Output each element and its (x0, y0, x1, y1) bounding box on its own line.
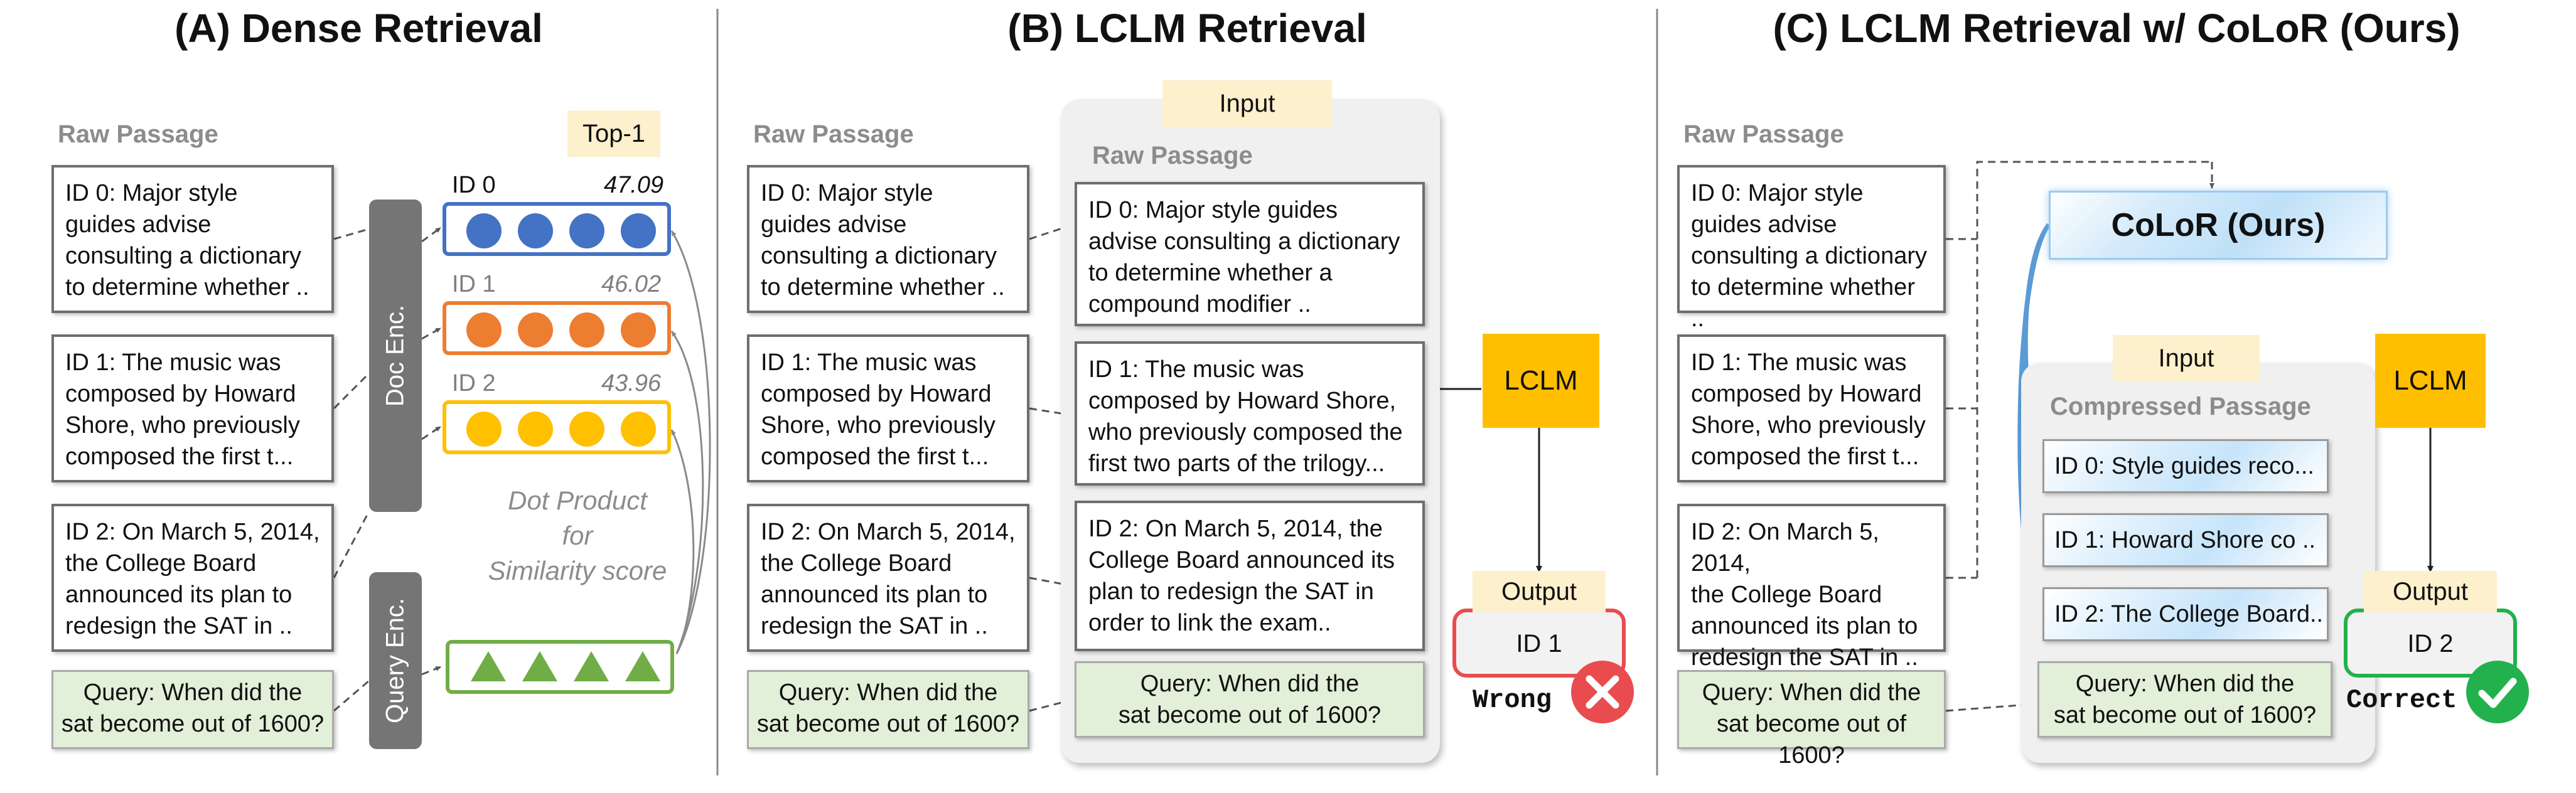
panel-b-raw-passage-label: Raw Passage (753, 120, 914, 148)
vector-dot (621, 412, 656, 447)
panel-a-passage-0: ID 0: Major style guides advise consulti… (51, 165, 334, 313)
vector-dot (621, 312, 656, 348)
panel-c-query: Query: When did the sat become out of 16… (1677, 670, 1946, 769)
panel-a-raw-passage-label: Raw Passage (58, 120, 218, 148)
panel-b-input-tag: Input (1162, 80, 1332, 127)
compressed-passage-1: ID 1: Howard Shore co .. (2042, 513, 2329, 567)
vector-dot (466, 312, 502, 348)
panel-c-inner-label: Compressed Passage (2050, 393, 2311, 420)
panel-c-inner-query: Query: When did the sat become out of 16… (2037, 661, 2332, 738)
color-compressor: CoLoR (Ours) (2049, 191, 2388, 260)
panel-b-inner-passage-2: ID 2: On March 5, 2014, the College Boar… (1075, 501, 1425, 651)
query-encoder: Query Enc. (369, 572, 422, 749)
vector-dot (569, 213, 604, 248)
dot-product-label: Dot Product for Similarity score (488, 486, 667, 585)
compressed-passage-2: ID 2: The College Board.. (2042, 587, 2329, 641)
doc-encoder: Doc Enc. (369, 200, 422, 512)
panel-b-query: Query: When did the sat become out of 16… (747, 670, 1029, 749)
panel-c-lclm: LCLM (2375, 334, 2486, 428)
panel-b-passage-0: ID 0: Major style guides advise consulti… (747, 165, 1029, 313)
panel-c-passage-0: ID 0: Major style guides advise consulti… (1677, 165, 1946, 332)
vector-dot (569, 412, 604, 447)
doc-vector-1 (443, 301, 671, 355)
vector-dot (518, 312, 553, 348)
panel-a-title: (A) Dense Retrieval (174, 6, 543, 51)
vector-score-1: 46.02 (601, 271, 662, 297)
doc-vector-2 (443, 400, 671, 454)
panel-b-inner-passage-1: ID 1: The music was composed by Howard S… (1075, 341, 1425, 486)
doc-vector-0 (443, 202, 671, 256)
query-vector-triangles (471, 651, 660, 681)
vector-dot (518, 412, 553, 447)
panel-a-passage-2: ID 2: On March 5, 2014, the College Boar… (51, 504, 334, 652)
vector-id-0: ID 0 (452, 172, 496, 198)
panel-c-output-tag: Output (2364, 571, 2497, 612)
vector-dot (621, 213, 656, 248)
panel-c-input-tag: Input (2113, 335, 2260, 381)
vector-dot (466, 213, 502, 248)
vector-score-2: 43.96 (601, 370, 662, 396)
panel-c-raw-passage-label: Raw Passage (1683, 120, 1844, 148)
panel-b-passage-2: ID 2: On March 5, 2014, the College Boar… (747, 504, 1029, 652)
vector-id-1: ID 1 (452, 271, 496, 297)
panel-a-passage-1: ID 1: The music was composed by Howard S… (51, 334, 334, 482)
panel-b-inner-passage-0: ID 0: Major style guides advise consulti… (1075, 182, 1425, 326)
vector-dot (518, 213, 553, 248)
panel-c-passage-2: ID 2: On March 5, 2014, the College Boar… (1677, 504, 1946, 671)
panel-c-verdict: Correct (2346, 685, 2457, 715)
panel-b-verdict: Wrong (1473, 685, 1552, 715)
panel-b-title: (B) LCLM Retrieval (1007, 6, 1367, 51)
panel-b-inner-query: Query: When did the sat become out of 16… (1075, 661, 1425, 738)
panel-b-inner-label: Raw Passage (1092, 142, 1253, 169)
vector-dot (569, 312, 604, 348)
top1-tag: Top-1 (567, 110, 660, 157)
panel-c-passage-1: ID 1: The music was composed by Howard S… (1677, 334, 1946, 482)
panel-b-output-tag: Output (1473, 571, 1606, 612)
wrong-icon (1571, 661, 1634, 723)
vector-dot (466, 412, 502, 447)
compressed-passage-0: ID 0: Style guides reco... (2042, 439, 2329, 493)
correct-icon (2466, 661, 2529, 723)
panel-c-title: (C) LCLM Retrieval w/ CoLoR (Ours) (1773, 6, 2461, 51)
panel-b-lclm: LCLM (1483, 334, 1599, 428)
panel-a-query: Query: When did the sat become out of 16… (51, 670, 334, 749)
query-vector (446, 640, 674, 694)
vector-score-0: 47.09 (604, 172, 664, 198)
vector-id-2: ID 2 (452, 370, 496, 396)
panel-b-passage-1: ID 1: The music was composed by Howard S… (747, 334, 1029, 482)
